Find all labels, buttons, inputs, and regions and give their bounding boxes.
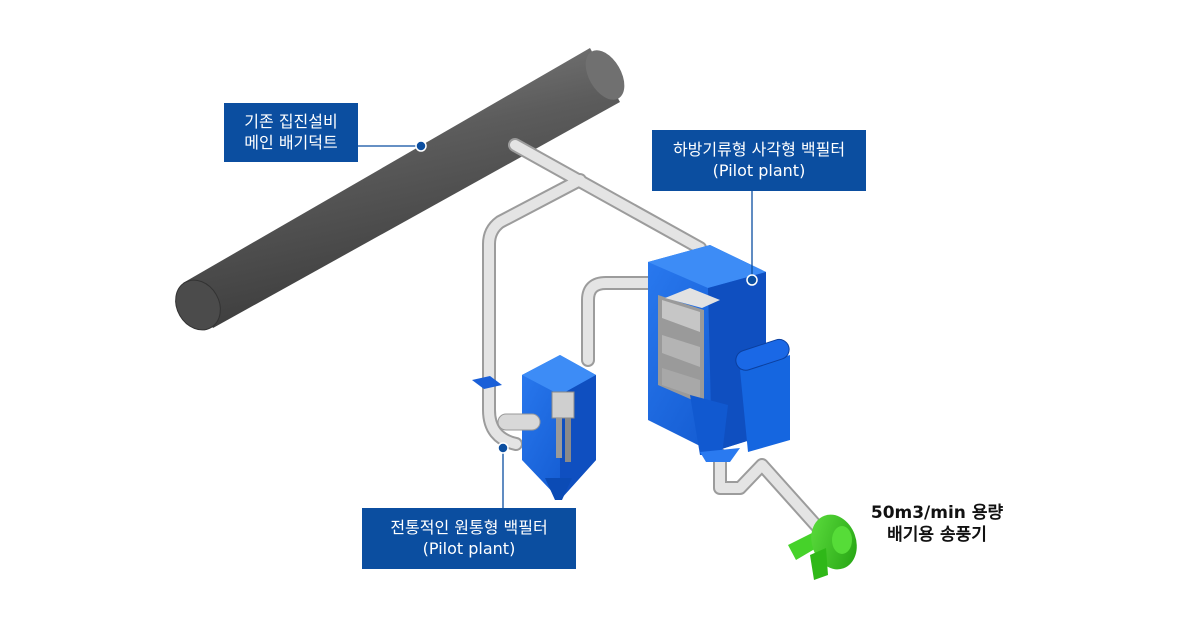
blower-label-line2: 배기용 송풍기 xyxy=(887,525,987,545)
main-duct-label-line2: 메인 배기덕트 xyxy=(244,133,338,152)
leader-dot-icon xyxy=(415,140,427,152)
blower-label-line1: 50m3/min 용량 xyxy=(870,503,1004,523)
round-filter-label-line1: 전통적인 원통형 백필터 xyxy=(390,518,548,537)
rect-bag-filter xyxy=(648,245,790,462)
exhaust-blower xyxy=(788,514,857,580)
main-duct-label: 기존 집진설비 메인 배기덕트 xyxy=(224,103,358,162)
rect-filter-label-line2: (Pilot plant) xyxy=(712,161,806,180)
leader-lines xyxy=(358,145,753,508)
blower-label: 50m3/min 용량 배기용 송풍기 xyxy=(862,502,1012,546)
round-filter-label-line2: (Pilot plant) xyxy=(422,539,516,558)
rect-filter-label-line1: 하방기류형 사각형 백필터 xyxy=(672,140,846,159)
round-bag-filter xyxy=(472,355,596,500)
rect-filter-label: 하방기류형 사각형 백필터 (Pilot plant) xyxy=(652,130,866,191)
leader-dot-icon xyxy=(746,274,758,286)
leader-dot-icon xyxy=(497,442,509,454)
main-exhaust-duct xyxy=(175,48,625,331)
main-duct-label-line1: 기존 집진설비 xyxy=(244,112,338,131)
round-filter-label: 전통적인 원통형 백필터 (Pilot plant) xyxy=(362,508,576,569)
